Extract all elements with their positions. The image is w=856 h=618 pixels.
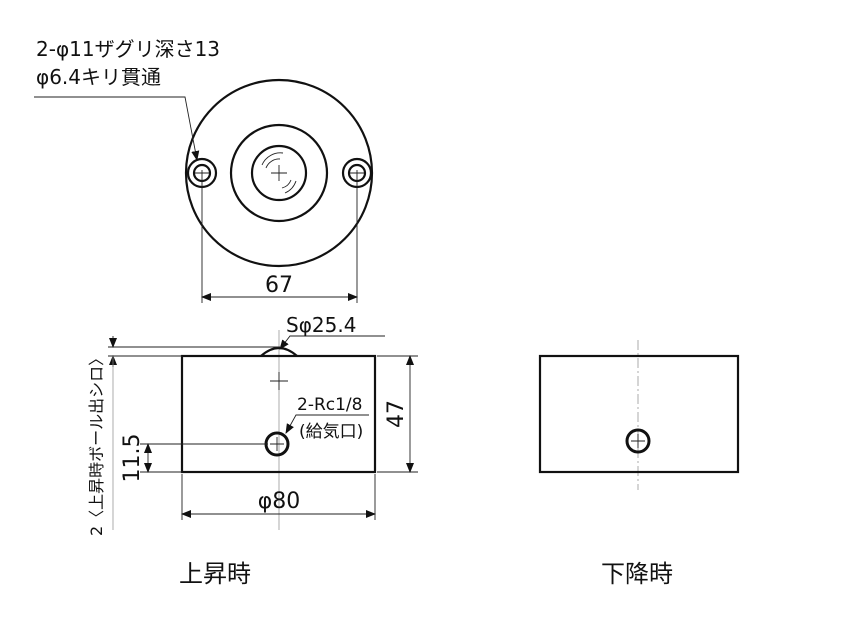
dim-hole-pitch: 67 — [265, 273, 293, 298]
center-mark — [271, 165, 287, 181]
dim-ball-protrusion: 2〈上昇時ボール出シロ〉 — [87, 350, 106, 536]
ball-ring-circle — [229, 123, 329, 223]
dim-port-line2: (給気口) — [299, 422, 363, 442]
dim-height: 47 — [384, 400, 409, 428]
dim-port-line1: 2-Rc1/8 — [297, 395, 362, 415]
air-port-circle — [625, 428, 651, 454]
dim-port-height: 11.5 — [120, 434, 145, 483]
body-outline — [180, 354, 377, 474]
ball-shading — [261, 152, 297, 194]
caption-up: 上昇時 — [179, 560, 251, 588]
ball-protrusion — [260, 346, 298, 357]
side-view-up: Sφ25.4 2-Rc1/8 (給気口) 47 11.5 φ80 2〈上昇時ボー… — [87, 313, 418, 588]
hole-note-line2: φ6.4キリ貫通 — [36, 65, 161, 89]
top-view: 67 2-φ11ザグリ深さ13 φ6.4キリ貫通 — [34, 37, 374, 303]
port-leader — [285, 414, 369, 434]
note-leader — [34, 96, 200, 161]
dim-ball: Sφ25.4 — [286, 313, 356, 337]
hole-note-line1: 2-φ11ザグリ深さ13 — [36, 37, 220, 61]
body-outline — [538, 354, 740, 474]
side-view-down: 下降時 — [538, 340, 740, 588]
caption-down: 下降時 — [601, 560, 673, 588]
ball-circle — [250, 144, 308, 202]
dim-diameter: φ80 — [258, 489, 301, 514]
extension-lines — [201, 170, 358, 303]
ball-leader — [279, 335, 385, 350]
